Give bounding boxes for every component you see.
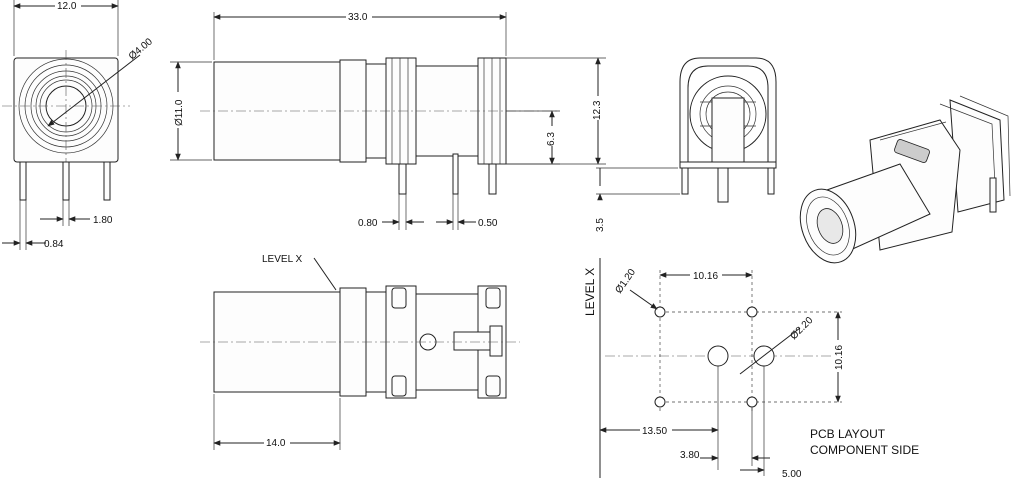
pcb-offset-c-label: 5.00 (782, 469, 802, 478)
bottom-view: LEVEL X 14.0 (200, 254, 520, 450)
pcb-hspacing-label: 10.16 (693, 271, 718, 282)
front-width-label: 12.0 (57, 1, 77, 12)
pcb-offset-b-label: 3.80 (680, 450, 700, 461)
overall-length-label: 33.0 (348, 12, 368, 23)
level-x-top-label: LEVEL X (262, 254, 303, 265)
rear-view: 3.5 (595, 57, 777, 232)
pcb-hole-small-3 (654, 396, 666, 408)
front-view: Ø4.00 12.0 1.80 0.84 (2, 0, 155, 250)
pin-length-label: 3.5 (595, 218, 606, 232)
overall-height-label: 12.3 (592, 100, 603, 120)
hole-large-label: Ø2.20 (788, 315, 815, 342)
hole-small-label: Ø1.20 (613, 267, 638, 296)
barrel-diameter-label: Ø11.0 (174, 99, 185, 126)
pcb-layout-subtitle: COMPONENT SIDE (810, 443, 919, 457)
barrel-length-label: 14.0 (266, 438, 286, 449)
level-x-side-label: LEVEL X (583, 268, 597, 316)
pcb-hole-large-1 (707, 345, 729, 367)
pin-offset-label: 6.3 (546, 132, 557, 146)
isometric-view (799, 95, 1011, 264)
side-view: 33.0 Ø11.0 6.3 12.3 0.80 0.50 (170, 11, 606, 230)
bore-diameter-label: Ø4.00 (127, 36, 155, 62)
side-pin-a-label: 0.80 (358, 218, 378, 229)
pcb-layout-title: PCB LAYOUT (810, 427, 886, 441)
pin-spacing-label: 1.80 (93, 215, 113, 226)
pcb-hole-small-2 (746, 306, 758, 318)
pcb-vspacing-label: 10.16 (834, 345, 845, 370)
pcb-hole-small-4 (746, 396, 758, 408)
pcb-layout: LEVEL X 10.16 Ø1.20 Ø2.20 10.16 13.50 (583, 258, 919, 478)
pcb-offset-a-label: 13.50 (642, 426, 667, 437)
side-pin-b-label: 0.50 (478, 218, 498, 229)
pin-width-label: 0.84 (44, 239, 64, 250)
pcb-hole-small-1 (654, 306, 666, 318)
